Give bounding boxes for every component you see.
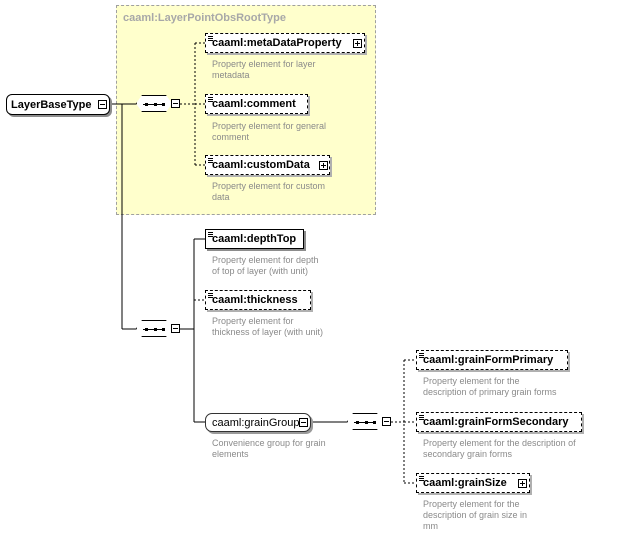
collapse-icon[interactable] xyxy=(171,99,180,108)
expand-icon[interactable] xyxy=(518,479,527,488)
element-name: caaml:grainFormSecondary xyxy=(423,416,569,428)
element-icon xyxy=(419,353,424,358)
sequence-compositor-2 xyxy=(136,320,182,339)
sequence-icon xyxy=(347,413,383,430)
element-documentation: Property element for the description of … xyxy=(423,438,576,459)
element-documentation: Property element for general comment xyxy=(212,121,327,142)
element-comment[interactable]: caaml:comment xyxy=(205,94,308,114)
element-name: caaml:customData xyxy=(212,159,310,171)
expand-icon[interactable] xyxy=(353,39,362,48)
element-documentation: Property element for the description of … xyxy=(423,376,557,397)
element-icon xyxy=(208,97,213,102)
element-icon xyxy=(208,158,213,163)
sequence-icon xyxy=(136,95,172,112)
collapse-icon[interactable] xyxy=(382,417,391,426)
group-name: caaml:grainGroup xyxy=(212,416,300,429)
element-grain-form-primary[interactable]: caaml:grainFormPrimary xyxy=(416,350,568,370)
root-type-node[interactable]: LayerBaseType xyxy=(6,94,110,115)
type-box-label: caaml:LayerPointObsRootType xyxy=(123,12,286,24)
element-documentation: Property element for custom data xyxy=(212,181,326,202)
element-thickness[interactable]: caaml:thickness xyxy=(205,290,311,310)
element-icon xyxy=(208,293,213,298)
element-meta-data-property[interactable]: caaml:metaDataProperty xyxy=(205,33,365,53)
element-icon xyxy=(208,232,213,237)
element-name: caaml:metaDataProperty xyxy=(212,37,342,49)
element-name: caaml:thickness xyxy=(212,294,298,306)
element-documentation: Property element for depth of top of lay… xyxy=(212,255,319,276)
element-custom-data[interactable]: caaml:customData xyxy=(205,155,330,175)
element-grain-form-secondary[interactable]: caaml:grainFormSecondary xyxy=(416,412,582,432)
collapse-icon[interactable] xyxy=(98,100,107,109)
expand-icon[interactable] xyxy=(319,161,328,170)
element-grain-size[interactable]: caaml:grainSize xyxy=(416,473,530,493)
element-depth-top[interactable]: caaml:depthTop xyxy=(205,229,304,249)
element-icon xyxy=(419,415,424,420)
sequence-compositor-1 xyxy=(136,95,182,114)
root-type-label: LayerBaseType xyxy=(11,98,92,111)
sequence-compositor-3 xyxy=(347,413,393,432)
element-name: caaml:grainFormPrimary xyxy=(423,354,554,366)
element-documentation: Property element for the description of … xyxy=(423,499,528,531)
element-documentation: Property element for thickness of layer … xyxy=(212,316,324,337)
group-documentation: Convenience group for grain elements xyxy=(212,438,326,459)
element-icon xyxy=(419,476,424,481)
element-name: caaml:depthTop xyxy=(212,233,297,245)
collapse-icon[interactable] xyxy=(171,324,180,333)
element-icon xyxy=(208,36,213,41)
collapse-icon[interactable] xyxy=(299,418,308,427)
sequence-icon xyxy=(136,320,172,337)
element-documentation: Property element for layer metadata xyxy=(212,59,316,80)
element-name: caaml:grainSize xyxy=(423,477,507,489)
element-name: caaml:comment xyxy=(212,98,296,110)
group-grain-group[interactable]: caaml:grainGroup xyxy=(205,413,311,432)
